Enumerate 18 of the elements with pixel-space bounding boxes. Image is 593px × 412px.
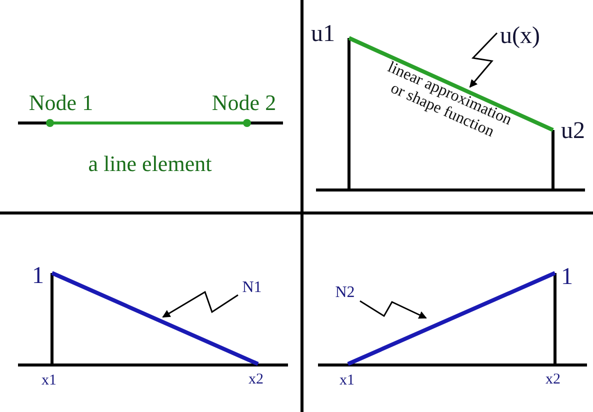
leader-line bbox=[162, 290, 238, 318]
shape-function-label: N1 bbox=[242, 280, 262, 296]
shape-function-label: N2 bbox=[335, 285, 355, 301]
leader-line bbox=[360, 300, 427, 319]
node-label: Node 1 bbox=[28, 92, 94, 114]
coordinate-label: x2 bbox=[248, 372, 264, 388]
value-label: 1 bbox=[32, 264, 44, 288]
function-label: u(x) bbox=[500, 24, 540, 48]
value-label: 1 bbox=[561, 265, 573, 289]
node-label: Node 2 bbox=[212, 92, 276, 114]
coordinate-label: x1 bbox=[42, 374, 56, 388]
coordinate-label: x1 bbox=[340, 374, 354, 388]
leader-line bbox=[469, 32, 498, 88]
value-label: u2 bbox=[561, 119, 585, 143]
value-label: u1 bbox=[311, 22, 335, 46]
shape-function-line bbox=[51, 271, 259, 366]
coordinate-label: x2 bbox=[546, 372, 560, 388]
caption: a line element bbox=[88, 153, 212, 175]
